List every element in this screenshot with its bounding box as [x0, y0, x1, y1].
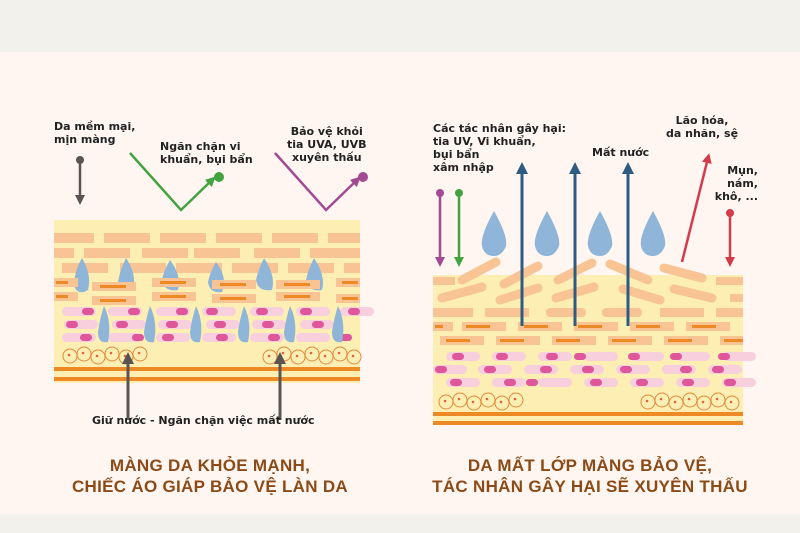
right-panel-title: DA MẤT LỚP MÀNG BẢO VỆ, TÁC NHÂN GÂY HẠI… — [432, 456, 748, 496]
right-arrows — [435, 153, 735, 326]
label-uv-protect: Bảo vệ khỏi tia UVA, UVB xuyên thấu — [287, 125, 367, 164]
left-panel-title: MÀNG DA KHỎE MẠNH, CHIẾC ÁO GIÁP BẢO VỆ … — [71, 456, 349, 496]
damaged-skin-layers — [433, 211, 756, 425]
label-aging: Lão hóa, da nhăn, sệ — [666, 114, 739, 140]
label-acne: Mụn, nám, khô, ... — [714, 164, 758, 203]
label-soft-skin: Da mềm mại, mịn màng — [54, 120, 136, 146]
label-retain-water: Giữ nước - Ngăn chặn việc mất nước — [92, 414, 315, 427]
label-harmful-agents: Các tác nhân gây hại: tia UV, Vi khuẩn, … — [433, 122, 567, 174]
label-block-bacteria: Ngăn chặn vi khuẩn, bụi bẩn — [160, 140, 253, 166]
healthy-skin-layers — [54, 220, 374, 383]
label-water-loss: Mất nước — [592, 146, 650, 159]
left-arrows — [75, 152, 368, 420]
